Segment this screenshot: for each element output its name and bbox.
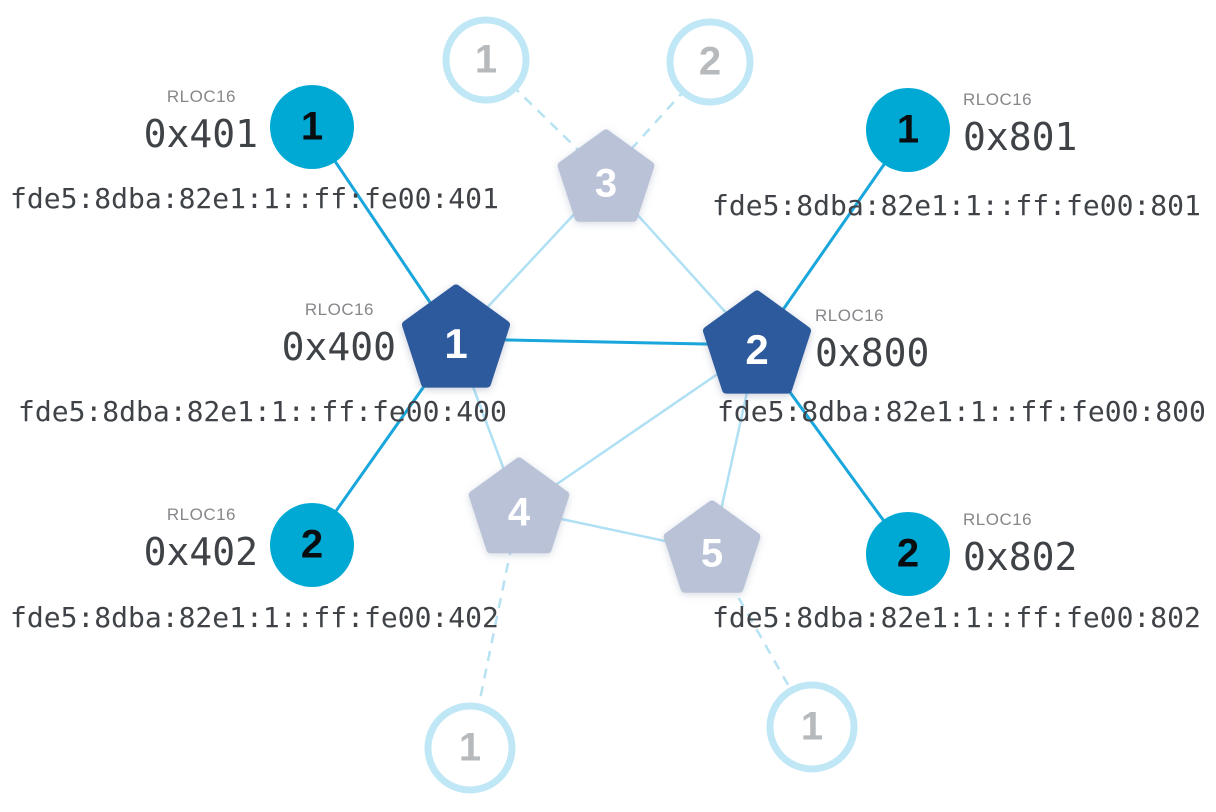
child-801-label-block: RLOC16 0x801 [963, 90, 1077, 158]
rloc16-value: 0x400 [281, 325, 396, 369]
router-2-label-block: RLOC16 0x800 [815, 306, 929, 374]
faded-child-top-1-node[interactable] [442, 16, 530, 104]
router-1-number: 1 [444, 320, 468, 367]
faded-child-top-1-number: 1 [474, 37, 498, 82]
rloc16-title: RLOC16 [963, 510, 1033, 529]
rloc16-title: RLOC16 [304, 300, 374, 319]
faded-router-5-number: 5 [700, 531, 724, 576]
faded-child-bottom-left-number: 1 [458, 725, 482, 770]
faded-child-bottom-left-node[interactable] [424, 702, 516, 794]
faded-router-3-node[interactable] [557, 129, 655, 222]
router-1-node[interactable] [402, 284, 510, 388]
faded-router-5-node[interactable] [663, 500, 761, 593]
child-401-ipv6: fde5:8dba:82e1:1::ff:fe00:401 [10, 182, 499, 215]
child-801-ipv6: fde5:8dba:82e1:1::ff:fe00:801 [712, 189, 1201, 222]
child-402-ipv6: fde5:8dba:82e1:1::ff:fe00:402 [10, 601, 499, 634]
child-402-label-block: RLOC16 0x402 [144, 505, 258, 573]
faded-router-4-node[interactable] [468, 457, 570, 554]
rloc16-value: 0x800 [815, 331, 930, 375]
rloc16-value: 0x801 [963, 115, 1078, 159]
child-802-label-block: RLOC16 0x802 [963, 510, 1077, 578]
child-401-number: 1 [300, 104, 324, 149]
faded-child-bottom-right-number: 1 [800, 704, 824, 749]
router-2-number: 2 [745, 326, 769, 373]
rloc16-title: RLOC16 [815, 306, 885, 325]
child-401-node[interactable] [270, 85, 354, 169]
router-2-node[interactable] [703, 290, 811, 394]
faded-router-4-number: 4 [507, 490, 531, 535]
child-801-number: 1 [896, 107, 920, 152]
faded-child-bottom-right-node[interactable] [766, 681, 858, 773]
child-401-label-block: RLOC16 0x401 [144, 87, 258, 155]
child-801-node[interactable] [866, 88, 950, 172]
child-802-number: 2 [896, 531, 920, 576]
router-1-ipv6: fde5:8dba:82e1:1::ff:fe00:400 [18, 395, 507, 428]
rloc16-title: RLOC16 [166, 87, 236, 106]
rloc16-value: 0x802 [963, 535, 1078, 579]
rloc16-value: 0x401 [143, 112, 258, 156]
faded-child-top-2-node[interactable] [666, 18, 754, 106]
router-1-label-block: RLOC16 0x400 [282, 300, 396, 368]
rloc16-value: 0x402 [143, 530, 258, 574]
faded-router-3-number: 3 [594, 161, 618, 206]
link-router1-router2 [455, 337, 758, 347]
child-802-ipv6: fde5:8dba:82e1:1::ff:fe00:802 [712, 601, 1201, 634]
child-802-node[interactable] [866, 512, 950, 596]
faded-child-top-2-number: 2 [698, 39, 722, 84]
rloc16-title: RLOC16 [963, 90, 1033, 109]
rloc16-title: RLOC16 [166, 505, 236, 524]
router-2-ipv6: fde5:8dba:82e1:1::ff:fe00:800 [717, 395, 1206, 428]
child-402-node[interactable] [270, 503, 354, 587]
child-402-number: 2 [300, 522, 324, 567]
